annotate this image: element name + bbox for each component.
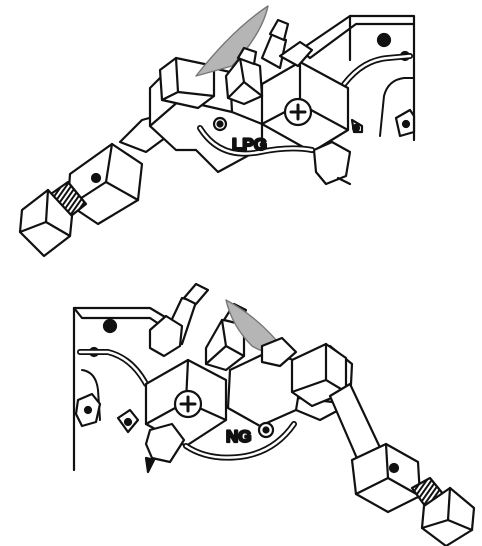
thermocouple-tip	[278, 40, 314, 68]
bracket-hole	[376, 32, 392, 48]
lead-wire	[81, 369, 101, 421]
ng-pilot-assembly: NG	[72, 282, 476, 546]
ng-label: NG	[226, 427, 252, 446]
pilot-tip	[236, 46, 258, 66]
lead-wire	[379, 77, 415, 137]
mounting-bracket	[298, 14, 416, 60]
lpg-label: LPG	[232, 135, 267, 154]
lower-stub	[144, 422, 186, 464]
screw-cross	[179, 395, 197, 413]
inlet-hex-nut	[66, 142, 144, 226]
lpg-pilot-assembly: LPG	[18, 5, 416, 258]
igniter-electrode	[260, 32, 288, 70]
thermocouple-tip	[260, 336, 298, 368]
lower-stub	[312, 140, 352, 186]
screw-cross	[289, 103, 307, 121]
pointer-tip	[144, 456, 156, 474]
bracket-hole	[102, 318, 118, 334]
